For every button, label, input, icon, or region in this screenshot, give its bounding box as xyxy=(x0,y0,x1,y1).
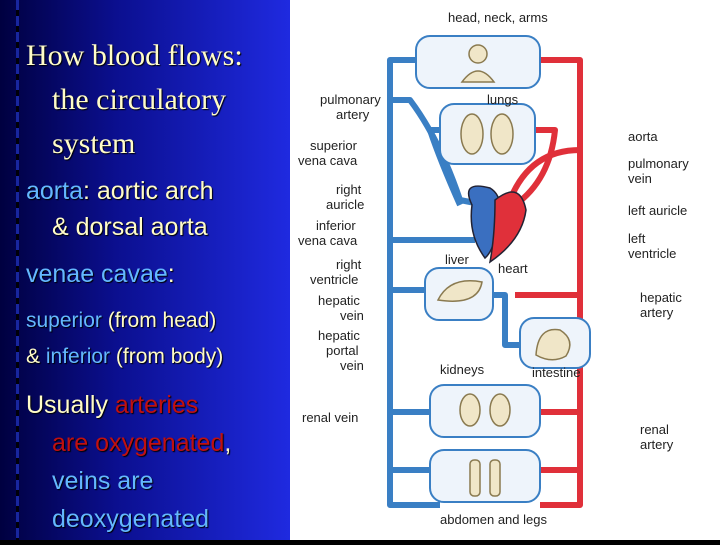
label-left-ventricle-1: left xyxy=(628,231,646,246)
inferior-line: & inferior (from body) xyxy=(26,342,223,372)
slide-title-line-2: the circulatory xyxy=(52,83,227,116)
ampersand: & xyxy=(26,345,46,368)
usually-word: Usually xyxy=(26,391,115,419)
aorta-vessel xyxy=(507,147,581,202)
label-hepatic-artery-1: hepatic xyxy=(640,290,682,305)
label-inferior-vena-cava-2: vena cava xyxy=(298,233,358,248)
aorta-line-2: & dorsal aorta xyxy=(52,213,208,241)
decorative-stripe xyxy=(16,0,19,540)
label-kidneys: kidneys xyxy=(440,362,485,377)
superior-desc: (from head) xyxy=(101,309,217,332)
circulation-diagram-panel: head, neck, arms pulmonary artery lungs … xyxy=(290,0,720,540)
superior-term: superior xyxy=(26,309,102,332)
label-hepatic-vein-1: hepatic xyxy=(318,293,360,308)
hepatic-portal-vessel xyxy=(490,292,520,348)
label-hepatic-vein-2: vein xyxy=(340,308,364,323)
label-hepatic-portal-vein-3: vein xyxy=(340,358,364,373)
veins-line-1: veins are xyxy=(52,467,154,495)
label-hepatic-portal-vein-2: portal xyxy=(326,343,359,358)
label-right-auricle-1: right xyxy=(336,182,362,197)
right-lung-shape xyxy=(490,113,514,155)
legs-box xyxy=(429,449,541,503)
circulation-diagram: head, neck, arms pulmonary artery lungs … xyxy=(298,10,689,527)
label-hepatic-portal-vein-1: hepatic xyxy=(318,328,360,343)
oxygenated-term: are oxygenated xyxy=(52,429,225,457)
text-panel xyxy=(0,0,290,540)
label-pulmonary-artery-1: pulmonary xyxy=(320,92,381,107)
liver-shape xyxy=(436,280,483,302)
label-head-neck-arms: head, neck, arms xyxy=(448,10,548,25)
venae-cavae-line: venae cavae: xyxy=(26,259,175,289)
venae-colon: : xyxy=(167,260,175,288)
veins-line-2: deoxygenated xyxy=(52,505,210,533)
label-intestine: intestine xyxy=(532,365,580,380)
label-hepatic-artery-2: artery xyxy=(640,305,674,320)
label-renal-artery-1: renal xyxy=(640,422,669,437)
aorta-desc-1: : aortic arch xyxy=(82,177,214,205)
slide-title-line-1: How blood flows: xyxy=(26,39,243,72)
left-leg-shape xyxy=(469,459,481,497)
label-lungs: lungs xyxy=(487,92,519,107)
heart-shape xyxy=(467,185,527,264)
aorta-term: aorta xyxy=(26,177,83,205)
usually-line: Usually arteries xyxy=(26,390,198,420)
inferior-term: inferior xyxy=(45,345,111,368)
oxygenated-line: are oxygenated, xyxy=(52,428,231,458)
right-kidney-shape xyxy=(489,393,511,427)
label-aorta: aorta xyxy=(628,129,658,144)
label-liver: liver xyxy=(445,252,470,267)
slide-title-line-3: system xyxy=(52,127,136,160)
superior-line: superior (from head) xyxy=(26,306,216,336)
label-left-auricle: left auricle xyxy=(628,203,687,218)
label-superior-vena-cava-2: vena cava xyxy=(298,153,358,168)
label-renal-artery-2: artery xyxy=(640,437,674,452)
label-left-ventricle-2: ventricle xyxy=(628,246,676,261)
lungs-box xyxy=(439,103,536,165)
label-renal-vein: renal vein xyxy=(302,410,358,425)
comma: , xyxy=(224,429,232,457)
label-right-auricle-2: auricle xyxy=(326,197,364,212)
label-inferior-vena-cava-1: inferior xyxy=(316,218,356,233)
label-heart: heart xyxy=(498,261,528,276)
intestine-shape xyxy=(535,328,571,361)
inferior-desc: (from body) xyxy=(110,345,224,368)
torso-shape xyxy=(460,70,496,83)
label-abdomen-legs: abdomen and legs xyxy=(440,512,547,527)
vein-left-trunk xyxy=(387,57,440,508)
label-superior-vena-cava-1: superior xyxy=(310,138,358,153)
aorta-line-1: aorta: aortic arch xyxy=(26,176,214,206)
arteries-term: arteries xyxy=(114,391,199,419)
kidneys-box xyxy=(429,384,541,438)
left-lung-shape xyxy=(460,113,484,155)
label-pulmonary-vein-2: vein xyxy=(628,171,652,186)
pulmonary-artery-vessel xyxy=(427,127,463,207)
label-pulmonary-artery-2: artery xyxy=(336,107,370,122)
artery-right-trunk xyxy=(535,57,583,508)
right-leg-shape xyxy=(489,459,501,497)
label-right-ventricle-2: ventricle xyxy=(310,272,358,287)
label-pulmonary-vein-1: pulmonary xyxy=(628,156,689,171)
venae-cavae-term: venae cavae xyxy=(26,260,168,288)
left-kidney-shape xyxy=(459,393,481,427)
label-right-ventricle-1: right xyxy=(336,257,362,272)
head-shape xyxy=(468,44,488,64)
